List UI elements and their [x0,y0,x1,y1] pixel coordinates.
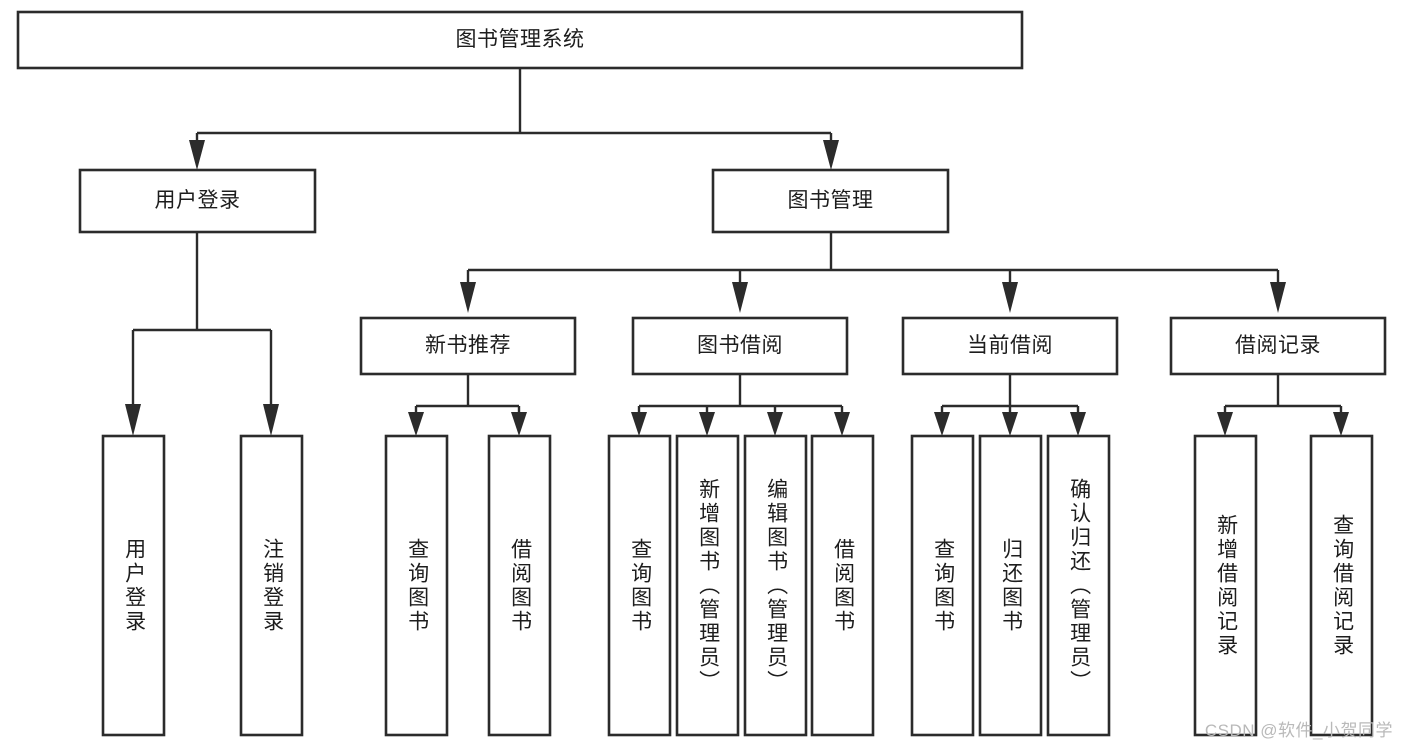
node-leaf-borrow-book-1[interactable] [487,434,552,737]
node-leaf-add-record[interactable] [1193,434,1258,737]
node-leaf-add-book[interactable] [675,434,740,737]
arrow-head-new-books [460,282,476,313]
node-root[interactable] [16,10,1024,70]
node-leaf-query-book-2[interactable] [607,434,672,737]
node-leaf-query-book-1[interactable] [384,434,449,737]
connectors [125,68,1349,436]
arrow-head-current-borrow [1002,282,1018,313]
node-leaf-query-book-3[interactable] [910,434,975,737]
arrow-head-leaf-query-record [1333,412,1349,436]
arrow-head-leaf-query-book-3 [934,412,950,436]
arrow-head-borrow-records [1270,282,1286,313]
node-leaf-confirm-return[interactable] [1046,434,1111,737]
arrow-head-leaf-query-book-2 [631,412,647,436]
arrow-head-book-borrow [732,282,748,313]
node-leaf-user-login[interactable] [101,434,166,737]
node-leaf-query-record[interactable] [1309,434,1374,737]
node-user-login[interactable] [78,168,317,234]
node-borrow-records[interactable] [1169,316,1387,376]
csdn-watermark: CSDN @软件_小贺同学 [1204,721,1393,740]
node-leaf-borrow-book-2[interactable] [810,434,875,737]
arrow-head-leaf-confirm-return [1070,412,1086,436]
arrow-head-leaf-borrow-book-1 [511,412,527,436]
node-leaf-logout[interactable] [239,434,304,737]
node-leaf-return-book[interactable] [978,434,1043,737]
node-book-management[interactable] [711,168,950,234]
arrow-head-book-mgmt [823,140,839,170]
arrow-head-leaf-logout [263,404,279,436]
arrow-head-leaf-edit-book [767,412,783,436]
arrow-head-leaf-borrow-book-2 [834,412,850,436]
arrow-head-leaf-add-record [1217,412,1233,436]
node-current-borrow[interactable] [901,316,1119,376]
node-leaf-edit-book[interactable] [743,434,808,737]
node-book-borrow[interactable] [631,316,849,376]
node-boxes [16,10,1387,737]
arrow-head-leaf-add-book [699,412,715,436]
arrow-head-leaf-user-login [125,404,141,436]
arrow-head-leaf-return-book [1002,412,1018,436]
arrow-head-leaf-query-book-1 [408,412,424,436]
arrow-head-user-login [189,140,205,170]
node-new-book-recommend[interactable] [359,316,577,376]
